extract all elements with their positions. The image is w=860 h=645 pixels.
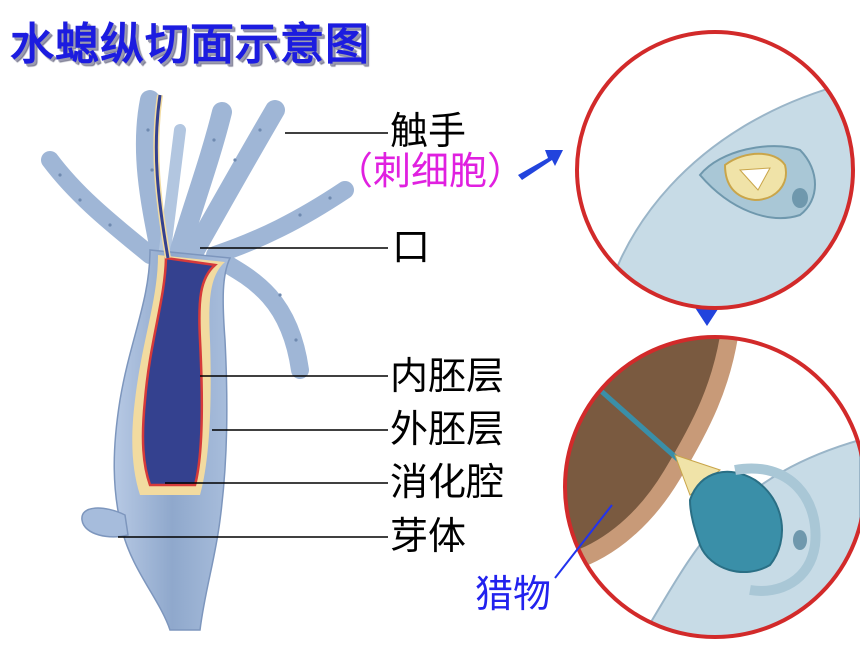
label-prey: 猎物 (475, 572, 552, 616)
gastric-cavity-shape (141, 256, 218, 487)
tentacle-nematocyst-dots (58, 128, 332, 342)
arrow-to-circle-1 (518, 150, 563, 180)
leader-lines (118, 132, 388, 538)
label-nematocyst: （刺细胞） (335, 149, 526, 193)
nematocyst-discharged-view (554, 335, 860, 639)
nematocyst-resting-view (575, 30, 855, 310)
label-mouth: 口 (392, 225, 431, 269)
hydra-tentacles (41, 90, 354, 379)
label-ectoderm: 外胚层 (390, 407, 505, 451)
label-endoderm: 内胚层 (390, 354, 505, 398)
label-bud: 芽体 (390, 514, 467, 558)
page-title: 水螅纵切面示意图 (10, 19, 370, 70)
label-gastric-cavity: 消化腔 (390, 460, 505, 504)
prey-leader-line (554, 504, 613, 579)
hydra-bud (81, 507, 129, 538)
label-tentacle: 触手 (390, 109, 467, 153)
